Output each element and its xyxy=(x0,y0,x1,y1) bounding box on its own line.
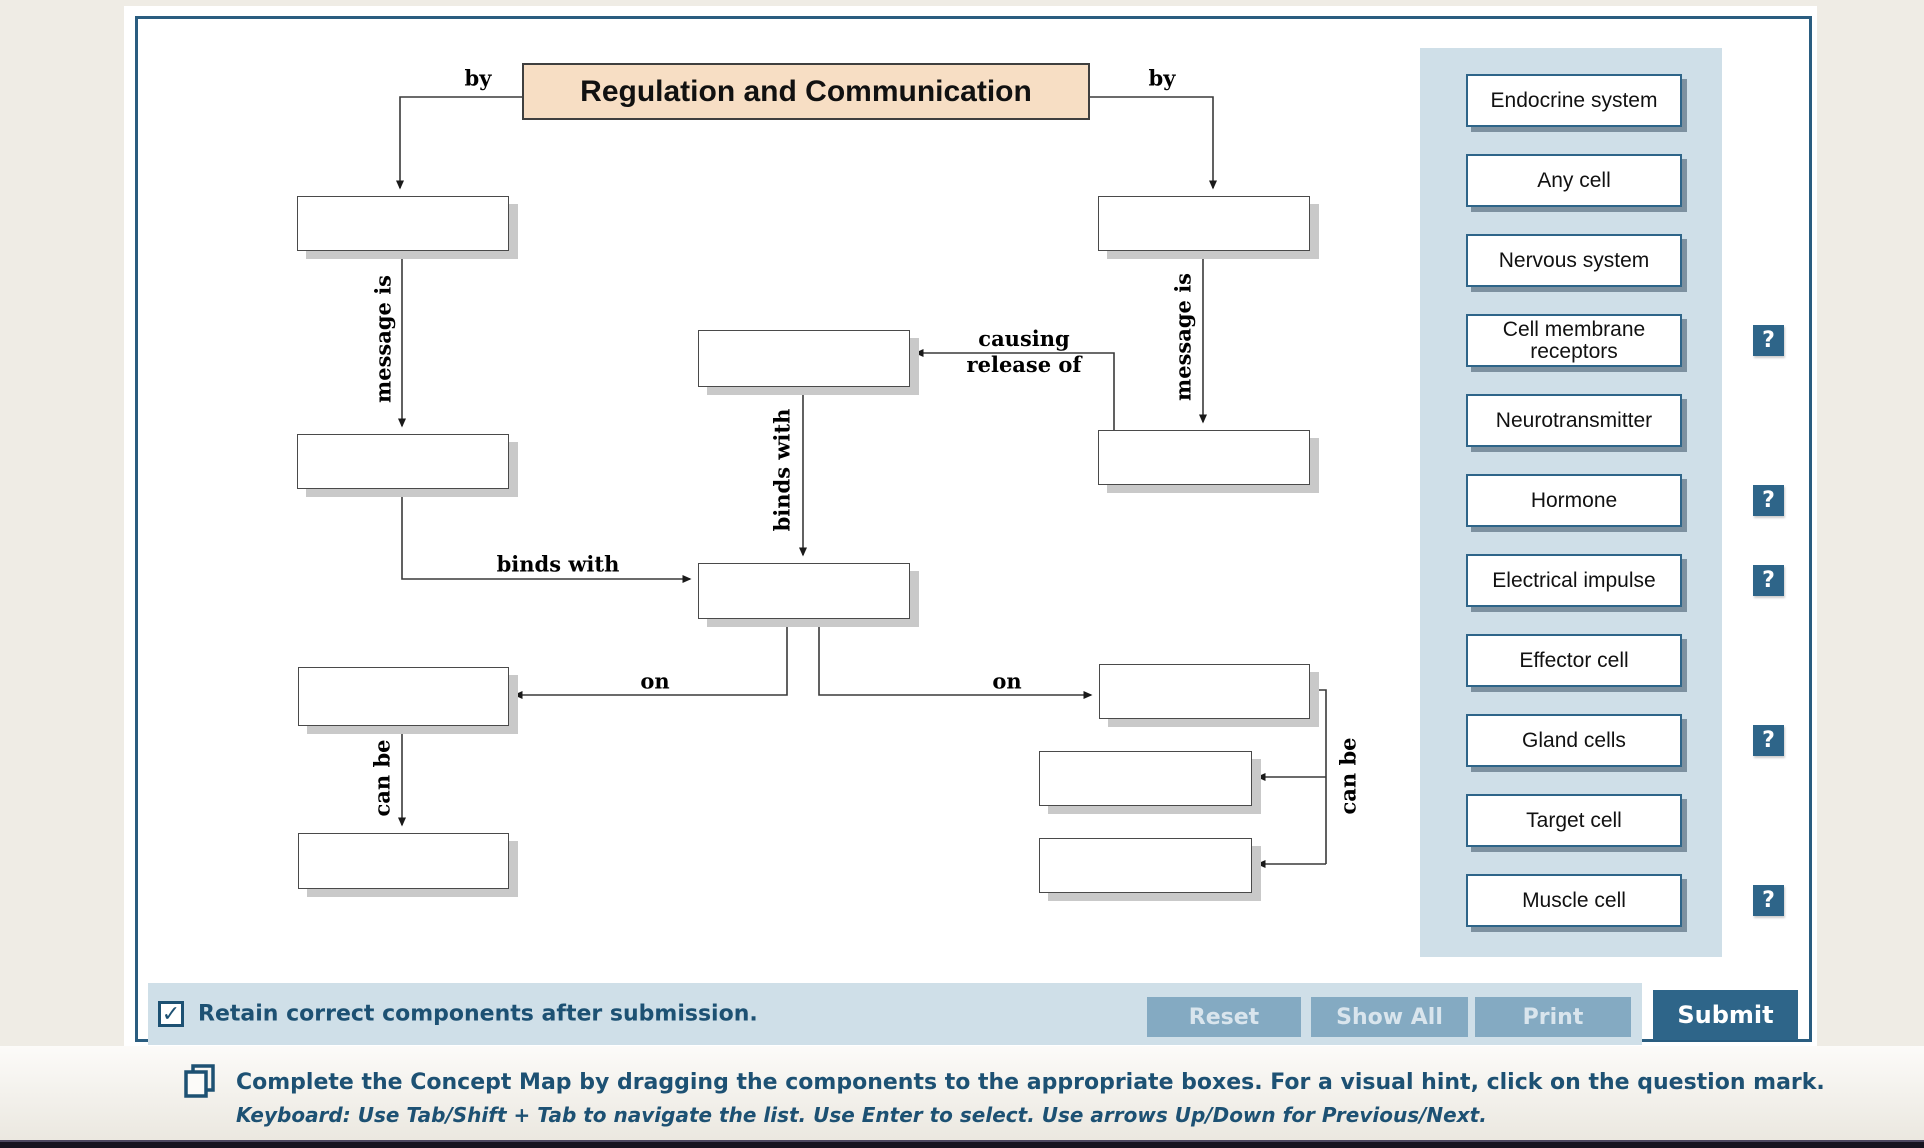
tray-item-gland-cells[interactable]: Gland cells xyxy=(1466,714,1682,767)
edge-label-binds-with-left: binds with xyxy=(496,551,620,577)
edge-label-on-left: on xyxy=(640,668,670,694)
retain-components-label: Retain correct components after submissi… xyxy=(198,1001,758,1027)
edge-label-by-right: by xyxy=(1148,65,1176,91)
submit-button[interactable]: Submit xyxy=(1653,990,1798,1040)
edge-label-causing-line1: causing xyxy=(978,326,1070,351)
drop-box-right-top[interactable] xyxy=(1098,196,1310,251)
drop-box-right-bottom-2[interactable] xyxy=(1039,751,1252,806)
drop-box-center-bottom[interactable] xyxy=(698,563,910,619)
edge-label-message-is-right: message is xyxy=(1170,273,1196,401)
drop-box-right-bottom-1[interactable] xyxy=(1099,664,1310,719)
hint-button-cell-membrane-receptors[interactable]: ? xyxy=(1753,325,1784,356)
print-button[interactable]: Print xyxy=(1475,997,1631,1037)
hint-button-muscle-cell[interactable]: ? xyxy=(1753,885,1784,916)
retain-components-checkbox[interactable]: ✓ xyxy=(158,1001,184,1027)
instruction-line-1: Complete the Concept Map by dragging the… xyxy=(236,1070,1825,1095)
instruction-line-2: Keyboard: Use Tab/Shift + Tab to navigat… xyxy=(236,1103,1487,1127)
tray-item-endocrine-system[interactable]: Endocrine system xyxy=(1466,74,1682,127)
drop-box-right-bottom-3[interactable] xyxy=(1039,838,1252,893)
concept-map-pages-icon xyxy=(184,1064,215,1098)
show-all-button[interactable]: Show All xyxy=(1311,997,1468,1037)
window-bottom-edge xyxy=(0,1140,1924,1148)
tray-item-hormone[interactable]: Hormone xyxy=(1466,474,1682,527)
edge-label-can-be-right: can be xyxy=(1335,737,1361,815)
tray-item-effector-cell[interactable]: Effector cell xyxy=(1466,634,1682,687)
tray-item-electrical-impulse[interactable]: Electrical impulse xyxy=(1466,554,1682,607)
hint-button-electrical-impulse[interactable]: ? xyxy=(1753,565,1784,596)
tray-item-cell-membrane-receptors[interactable]: Cell membrane receptors xyxy=(1466,314,1682,367)
edge-label-causing-release-of: causing release of xyxy=(967,326,1082,378)
tray-item-nervous-system[interactable]: Nervous system xyxy=(1466,234,1682,287)
hint-button-hormone[interactable]: ? xyxy=(1753,485,1784,516)
tray-item-any-cell[interactable]: Any cell xyxy=(1466,154,1682,207)
checkmark-icon: ✓ xyxy=(161,1001,181,1027)
instruction-strip xyxy=(0,1046,1924,1140)
edge-label-on-right: on xyxy=(992,668,1022,694)
drop-box-center-top[interactable] xyxy=(698,330,910,387)
concept-map-title-text: Regulation and Communication xyxy=(580,74,1032,108)
edge-label-causing-line2: release of xyxy=(966,352,1082,377)
drop-box-left-middle[interactable] xyxy=(297,434,509,489)
edge-label-message-is-left: message is xyxy=(370,275,396,403)
reset-button[interactable]: Reset xyxy=(1147,997,1301,1037)
tray-item-neurotransmitter[interactable]: Neurotransmitter xyxy=(1466,394,1682,447)
drop-box-left-top[interactable] xyxy=(297,196,509,251)
tray-item-target-cell[interactable]: Target cell xyxy=(1466,794,1682,847)
tray-item-muscle-cell[interactable]: Muscle cell xyxy=(1466,874,1682,927)
drop-box-right-middle[interactable] xyxy=(1098,430,1310,485)
concept-map-title: Regulation and Communication xyxy=(522,63,1090,120)
edge-label-can-be-left: can be xyxy=(369,739,395,817)
hint-button-gland-cells[interactable]: ? xyxy=(1753,725,1784,756)
edge-label-by-left: by xyxy=(464,65,492,91)
drop-box-left-bottom-2[interactable] xyxy=(298,833,509,889)
edge-label-binds-with-vertical: binds with xyxy=(769,408,795,532)
drop-box-left-bottom-1[interactable] xyxy=(298,667,509,726)
